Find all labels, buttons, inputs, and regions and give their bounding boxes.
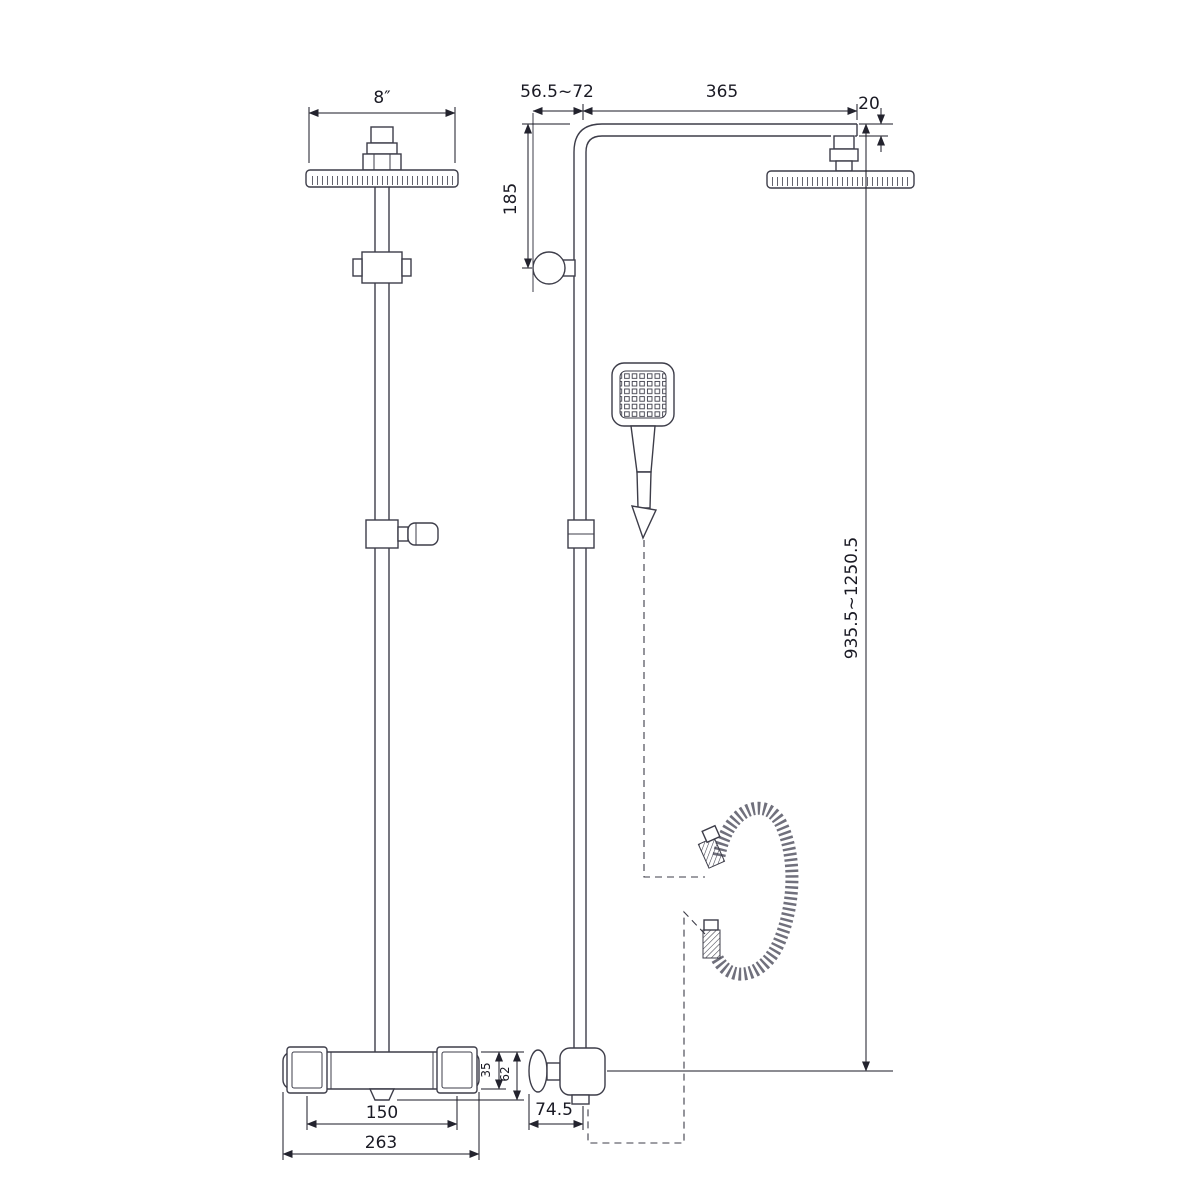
front-view: 8″ 150 263 35 62 <box>282 88 524 1160</box>
side-slider-clamp <box>567 519 595 549</box>
dim-valve-depth: 74.5 <box>528 1094 584 1130</box>
dim-riser-height: 935.5~1250.5 <box>607 123 893 1072</box>
hose-routing-dashed <box>587 540 706 1144</box>
dim-arm-drop-label: 185 <box>501 183 521 215</box>
front-shower-head <box>305 126 459 188</box>
dim-wall-offset-label: 56.5~72 <box>520 82 594 102</box>
dim-head-thickness: 20 <box>858 94 888 152</box>
hand-shower <box>611 362 675 540</box>
shower-hose <box>697 801 799 981</box>
dim-head-thickness-label: 20 <box>858 94 880 114</box>
dim-head-width-label: 8″ <box>373 88 390 108</box>
hose-connector-bottom <box>702 919 721 959</box>
side-shower-head <box>766 135 915 189</box>
dim-valve-overall-height-label: 62 <box>498 1066 512 1081</box>
dim-valve-width-label: 263 <box>365 1133 397 1153</box>
dim-valve-body-height-label: 35 <box>479 1062 493 1077</box>
hose-connector-top <box>697 824 726 869</box>
dim-arm-drop: 185 <box>501 123 570 269</box>
front-valve <box>282 1046 480 1101</box>
front-wall-bracket <box>352 251 412 284</box>
dim-valve-width: 263 <box>282 1092 480 1160</box>
dim-head-width: 8″ <box>308 88 456 163</box>
dim-arm-length-label: 365 <box>706 82 738 102</box>
side-view: 56.5~72 365 20 185 935.5~1250.5 <box>501 82 915 1144</box>
side-riser-pipe <box>573 123 858 1055</box>
dim-outlet-spacing: 150 <box>306 1096 458 1130</box>
side-wall-bracket <box>532 113 576 292</box>
dim-wall-offset: 56.5~72 <box>520 82 594 120</box>
front-diverter-knob <box>365 519 439 549</box>
side-valve <box>528 1047 606 1105</box>
front-riser-pipe <box>374 187 390 1055</box>
dim-arm-length: 365 <box>582 82 858 120</box>
dim-riser-height-label: 935.5~1250.5 <box>842 537 862 659</box>
dim-outlet-spacing-label: 150 <box>366 1103 398 1123</box>
dim-valve-depth-label: 74.5 <box>535 1100 573 1120</box>
dim-valve-overall-height: 62 <box>397 1051 524 1101</box>
